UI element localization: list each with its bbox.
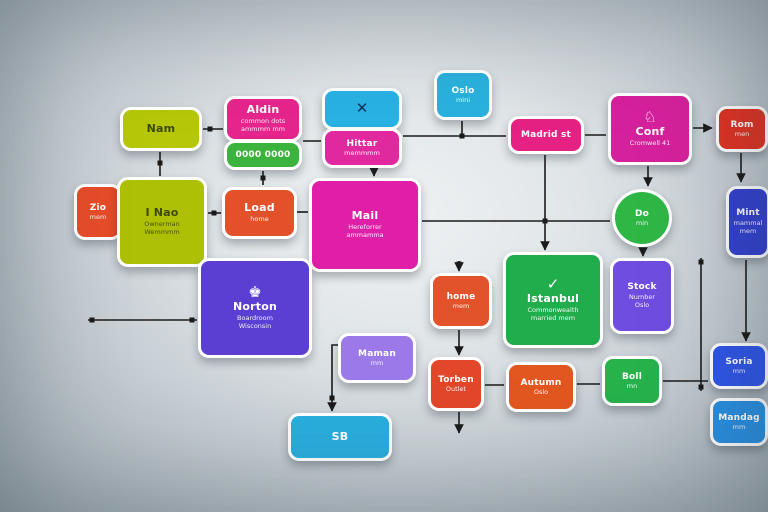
node-h-label: Conf [635, 125, 665, 139]
junction-dot [189, 317, 195, 323]
junction-dot [260, 175, 266, 181]
node-k-subtext: Ownerman [144, 219, 180, 228]
node-o-label: Mint [736, 208, 760, 219]
node-r-label: Istanbul [526, 292, 580, 306]
junction-dot [456, 261, 462, 267]
node-c-label: 0000 0000 [235, 149, 291, 160]
junction-dot [698, 259, 704, 265]
flow-node-g: Madrid st [508, 116, 584, 154]
node-s-subtext: Number [628, 292, 656, 301]
node-b-label: Aldin [246, 103, 280, 117]
node-u-subtext: Outlet [445, 384, 467, 393]
node-t-label: Maman [358, 348, 396, 359]
node-n-subtext: min [635, 218, 649, 227]
node-e-subtext: memmmm [344, 148, 380, 157]
node-f-subtext: mini [455, 95, 471, 104]
node-r-glyph-icon: ✓ [546, 275, 560, 294]
node-p-subtext: Boardroom [237, 313, 273, 322]
node-v-subtext: Oslo [533, 387, 549, 396]
node-m-subtext: ammamma [346, 231, 384, 240]
node-r-subtext: Commonwealth [527, 305, 579, 314]
junction-dot [89, 317, 95, 323]
junction-dot [211, 210, 217, 216]
node-b-subtext: ammmm mm [240, 125, 286, 134]
node-q-label: home [446, 291, 476, 302]
node-y-subtext: mm [732, 422, 746, 431]
flow-node-z: SB [288, 413, 392, 461]
node-l-subtext: home [250, 215, 269, 224]
node-j-label: Zio [89, 202, 107, 213]
node-x-subtext: mm [732, 366, 746, 375]
flow-node-d: ✕ [322, 88, 402, 130]
node-f-label: Oslo [451, 85, 475, 96]
junction-dot [542, 218, 548, 224]
node-m-subtext: Hereforrer [348, 222, 382, 231]
junction-dot [698, 384, 704, 390]
node-b-subtext: common dots [240, 116, 286, 125]
node-s-label: Stock [627, 282, 657, 293]
flow-node-a: Nam [120, 107, 202, 151]
node-i-subtext: men [734, 129, 750, 138]
node-k-label: I Nao [145, 206, 179, 220]
junction-dot [459, 133, 465, 139]
node-w-label: Boll [621, 371, 642, 382]
node-i-label: Rom [730, 119, 754, 130]
node-s-subtext: Oslo [634, 301, 650, 310]
node-j-subtext: mem [89, 212, 107, 221]
node-o-subtext: mem [739, 227, 757, 236]
node-e-label: Hittar [346, 138, 378, 149]
node-y-label: Mandag [718, 412, 760, 423]
node-p-glyph-icon: ♚ [248, 283, 262, 302]
node-h-glyph-icon: ♘ [643, 108, 657, 127]
node-p-label: Norton [232, 300, 278, 314]
junction-dot [329, 395, 335, 401]
node-d-glyph-icon: ✕ [355, 99, 369, 117]
node-r-subtext: married mem [530, 314, 576, 323]
node-z-label: SB [331, 429, 349, 443]
junction-dot [207, 126, 213, 132]
node-w-subtext: mn [626, 381, 638, 390]
node-m-label: Mail [351, 209, 379, 223]
node-o-subtext: mammal [733, 218, 763, 227]
node-g-label: Madrid st [520, 129, 572, 140]
node-t-subtext: mm [370, 358, 384, 367]
connector-line [327, 344, 338, 412]
node-h-subtext: Cromwell 41 [629, 139, 671, 148]
flow-node-c: 0000 0000 [224, 140, 302, 170]
node-p-subtext: Wisconsin [238, 322, 272, 331]
node-n-label: Do [634, 208, 650, 219]
node-x-label: Soria [725, 356, 753, 367]
node-v-label: Autumn [520, 377, 562, 388]
junction-dot [157, 160, 163, 166]
node-a-label: Nam [146, 121, 176, 135]
node-k-subtext: Wemmmm [144, 228, 180, 237]
node-u-label: Torben [438, 374, 474, 385]
node-l-label: Load [244, 201, 275, 215]
node-q-subtext: mem [452, 301, 470, 310]
